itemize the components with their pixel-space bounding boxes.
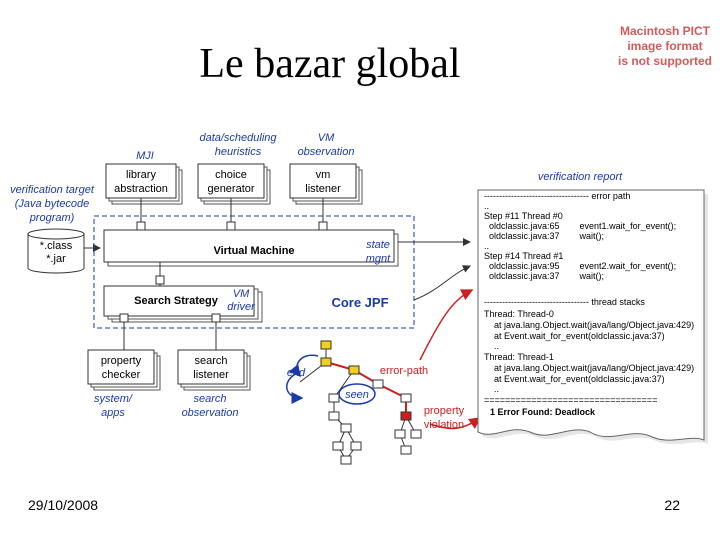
- search-strategy-box: Search Strategy: [103, 285, 263, 323]
- state-node: [400, 393, 412, 403]
- report-line: oldclassic.java:95 event2.wait_for_event…: [484, 261, 676, 271]
- report-line: oldclassic.java:37 wait();: [484, 231, 604, 241]
- report-line: ----------------------------------- erro…: [484, 191, 630, 201]
- report-line: Step #11 Thread #0: [484, 211, 563, 221]
- data-scheduling-label: data/scheduling: [199, 132, 277, 144]
- verification-target-label-3: program): [29, 212, 75, 224]
- listener-label: listener: [305, 183, 341, 195]
- state-node: [332, 441, 344, 451]
- virtual-machine-label: Virtual Machine: [213, 245, 294, 257]
- violation-label: violation: [424, 419, 464, 431]
- search-label: search: [194, 355, 227, 367]
- verification-report-label: verification report: [538, 171, 623, 183]
- state-node: [328, 411, 340, 421]
- state-label: state: [366, 239, 390, 251]
- report-error-found: 1 Error Found: Deadlock: [490, 407, 596, 417]
- state-node: [394, 429, 406, 439]
- property-label: property: [101, 355, 142, 367]
- state-node: [410, 429, 422, 439]
- state-node: [320, 340, 332, 350]
- state-node: [372, 379, 384, 389]
- state-node: [350, 441, 362, 451]
- property-checker-box: property checker: [87, 349, 161, 391]
- pict-notice-line: Macintosh PICT: [619, 24, 710, 38]
- report-line: Step #14 Thread #1: [484, 251, 563, 261]
- state-node: [348, 365, 360, 375]
- report-line: at java.lang.Object.wait(java/lang/Objec…: [484, 363, 694, 373]
- report-line: =================================: [484, 395, 657, 405]
- core-jpf-region: [93, 215, 415, 329]
- verification-target-label: verification target: [10, 184, 95, 196]
- library-label: library: [126, 169, 156, 181]
- seen-label: seen: [345, 389, 369, 401]
- choice-generator-box: choice generator: [197, 163, 271, 205]
- pict-unsupported-notice: Macintosh PICT image format is not suppo…: [612, 24, 718, 69]
- pict-notice-line: image format: [627, 39, 703, 53]
- driver-label: driver: [227, 301, 256, 313]
- mji-label: MJI: [136, 150, 154, 162]
- plugin-socket: [155, 275, 165, 285]
- slide-date: 29/10/2008: [28, 497, 99, 513]
- plugin-socket: [318, 221, 328, 231]
- vm-label: vm: [316, 169, 331, 181]
- mgnt-label: mgnt: [366, 253, 391, 265]
- plugin-socket: [136, 221, 146, 231]
- state-node: [328, 393, 340, 403]
- report-line: Thread: Thread-0: [484, 309, 554, 319]
- core-jpf-label: Core JPF: [331, 295, 388, 310]
- report-line: at Event.wait_for_event(oldclassic.java:…: [484, 374, 665, 384]
- jar-label: *.jar: [46, 253, 66, 265]
- property-violation-label: property: [424, 405, 465, 417]
- vm-listener-box: vm listener: [289, 163, 363, 205]
- verification-report-sheet: [477, 189, 708, 445]
- state-node: [400, 445, 412, 455]
- checker-label: checker: [102, 369, 141, 381]
- plugin-socket: [211, 313, 221, 323]
- state-node: [340, 455, 352, 465]
- class-files-cylinder: *.class *.jar: [27, 228, 85, 274]
- violation-node: [400, 411, 412, 421]
- state-graph: [286, 340, 422, 465]
- report-line: oldclassic.java:37 wait();: [484, 271, 604, 281]
- plugin-socket: [226, 221, 236, 231]
- error-path-label: error-path: [380, 365, 428, 377]
- report-line: oldclassic.java:65 event1.wait_for_event…: [484, 221, 676, 231]
- slide-title: Le bazar global: [199, 41, 461, 87]
- vm-observation-label-2: observation: [298, 146, 355, 158]
- search-strategy-label: Search Strategy: [134, 295, 219, 307]
- report-line: at Event.wait_for_event(oldclassic.java:…: [484, 331, 665, 341]
- verification-target-label-2: (Java bytecode: [15, 198, 90, 210]
- plugin-socket: [119, 313, 129, 323]
- report-line: ..: [484, 201, 489, 211]
- state-node: [320, 357, 332, 367]
- system-apps-label: system/: [94, 393, 133, 405]
- apps-label: apps: [101, 407, 125, 419]
- vm-driver-label: VM: [233, 288, 250, 300]
- vm-observation-label: VM: [318, 132, 335, 144]
- report-line: ..: [484, 384, 499, 394]
- pict-notice-line: is not supported: [618, 54, 712, 68]
- search-listener-box: search listener: [177, 349, 251, 391]
- generator-label: generator: [207, 183, 254, 195]
- heuristics-label: heuristics: [215, 146, 262, 158]
- slide-number: 22: [664, 497, 680, 513]
- listener-label-bottom: listener: [193, 369, 229, 381]
- observation-label: observation: [182, 407, 239, 419]
- report-line: at java.lang.Object.wait(java/lang/Objec…: [484, 320, 694, 330]
- end-label: end: [287, 367, 306, 379]
- state-node: [340, 423, 352, 433]
- report-text: ----------------------------------- erro…: [484, 191, 694, 417]
- search-observation-label: search: [193, 393, 226, 405]
- report-line: ..: [484, 341, 499, 351]
- report-line: ----------------------------------- thre…: [484, 297, 645, 307]
- abstraction-label: abstraction: [114, 183, 168, 195]
- virtual-machine-box: Virtual Machine: [103, 229, 399, 267]
- report-line: Thread: Thread-1: [484, 352, 554, 362]
- choice-label: choice: [215, 169, 247, 181]
- report-line: ..: [484, 241, 489, 251]
- library-abstraction-box: library abstraction: [105, 163, 183, 205]
- class-label: *.class: [40, 240, 73, 252]
